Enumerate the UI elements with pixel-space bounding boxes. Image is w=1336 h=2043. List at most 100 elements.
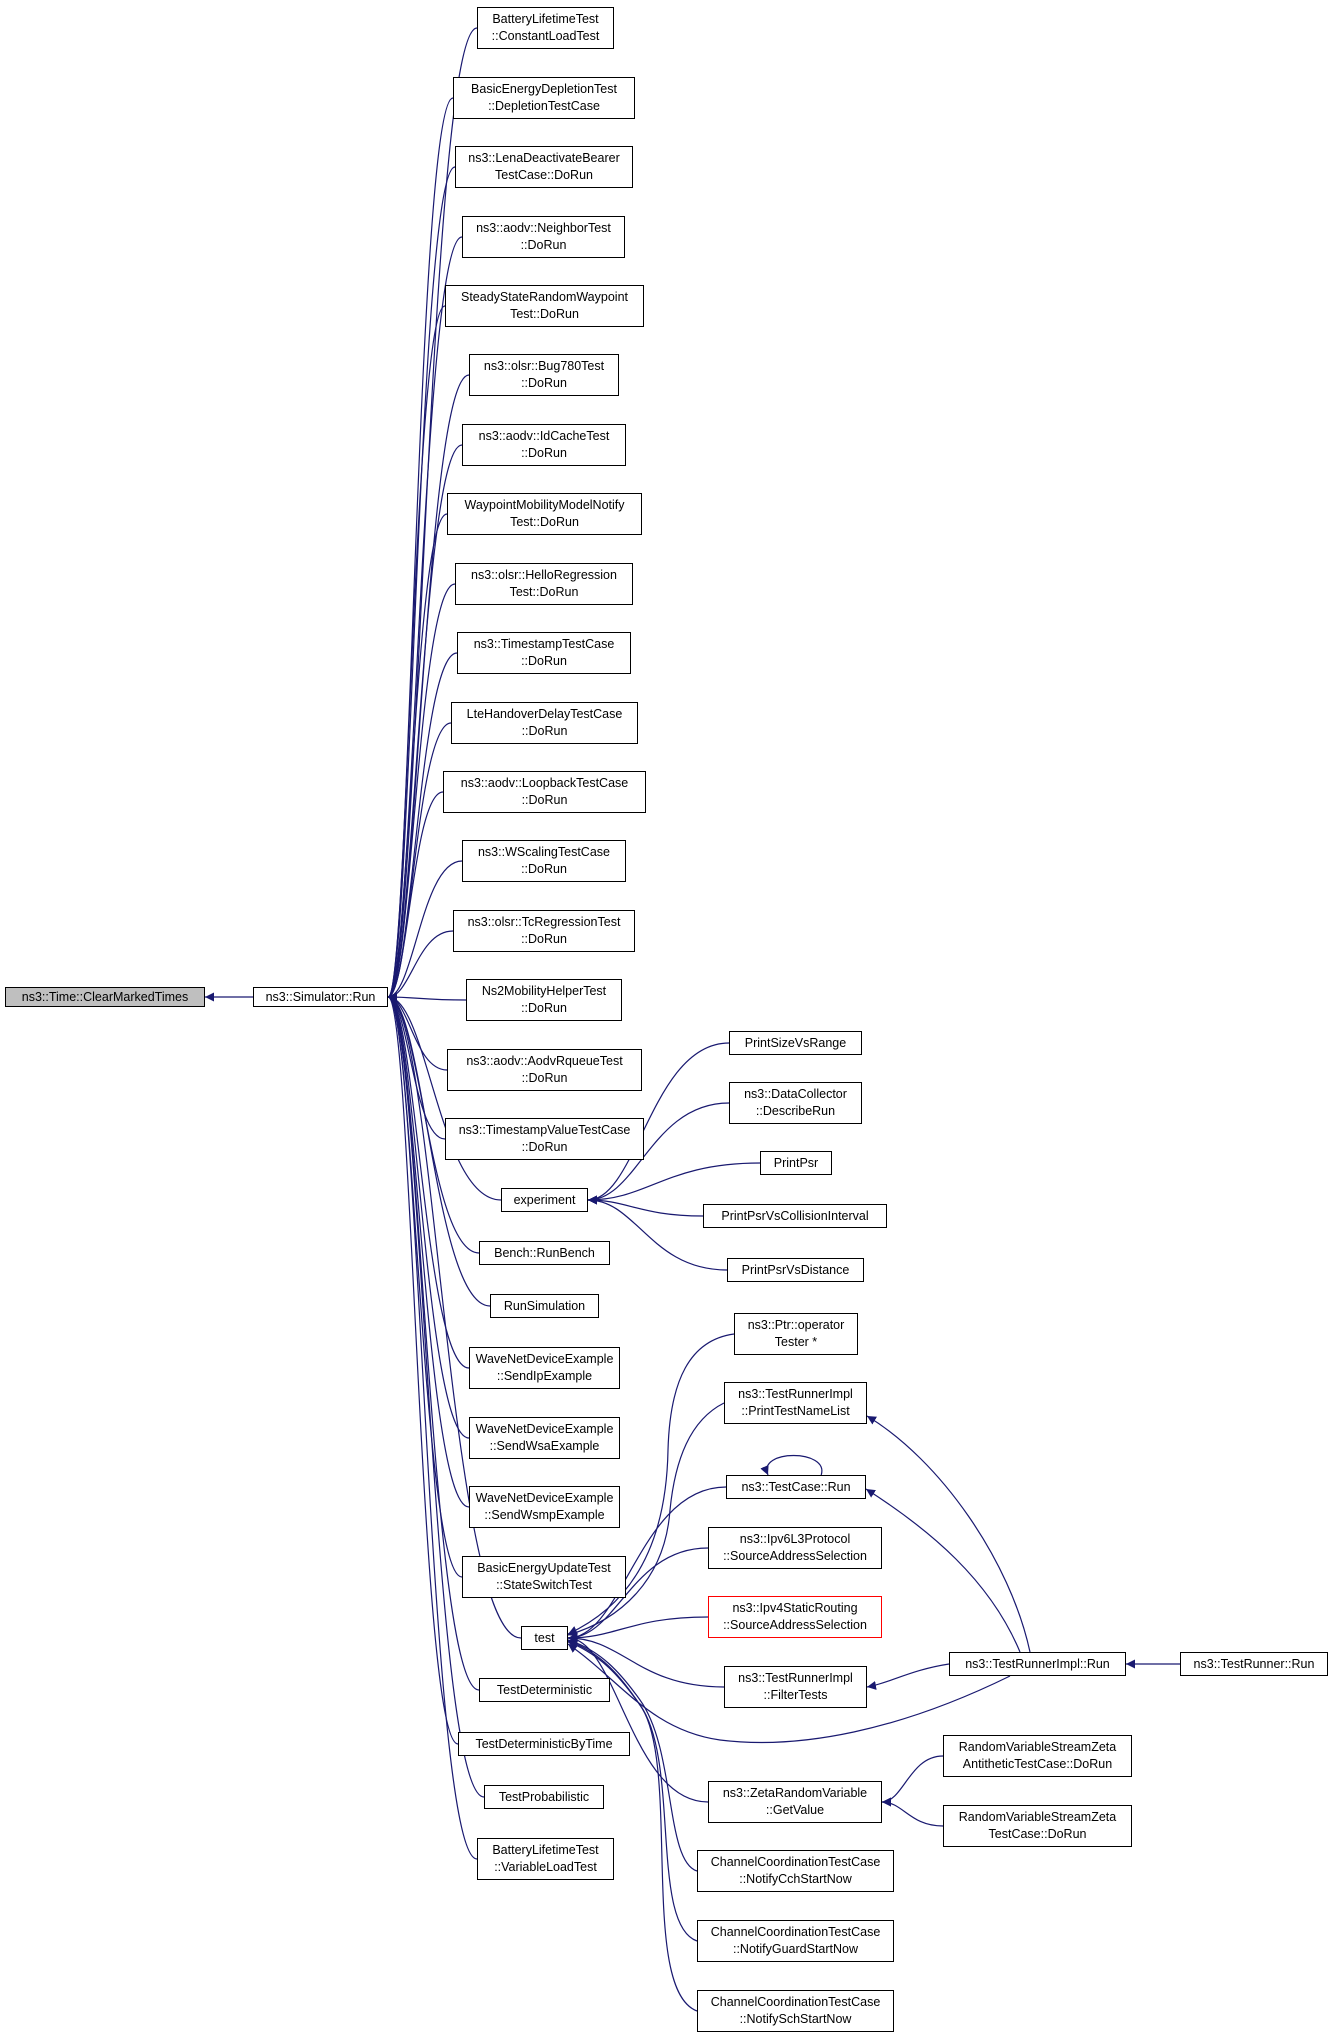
edge-n10-to-simrun [387, 652, 458, 1002]
node-label-line: Test::DoRun [509, 585, 579, 599]
node-ns3-olsr-bug780test-dorun[interactable]: ns3::olsr::Bug780Test::DoRun [469, 354, 619, 396]
node-label-line: ns3::olsr::TcRegressionTest [467, 915, 621, 930]
node-ns3-testrunnerimpl-run[interactable]: ns3::TestRunnerImpl::Run [949, 1652, 1126, 1676]
node-batterylifetimetest-constantloadtest[interactable]: BatteryLifetimeTest::ConstantLoadTest [477, 7, 614, 49]
node-ns3-aodv-loopbacktestcase-dorun[interactable]: ns3::aodv::LoopbackTestCase::DoRun [443, 771, 646, 813]
node-ns3-aodv-idcachetest-dorun[interactable]: ns3::aodv::IdCacheTest::DoRun [462, 424, 626, 466]
node-ns3-ipv4staticrouting-sourceaddressselection[interactable]: ns3::Ipv4StaticRouting::SourceAddressSel… [708, 1596, 882, 1638]
node-label-line: BatteryLifetimeTest [492, 1843, 599, 1858]
node-experiment[interactable]: experiment [501, 1188, 588, 1212]
edge-dcdr-to-experiment [587, 1102, 730, 1205]
node-ns3-aodv-neighbortest-dorun[interactable]: ns3::aodv::NeighborTest::DoRun [462, 216, 625, 258]
edge-ipv6sas-to-test [567, 1547, 709, 1643]
node-label-line: ns3::TestRunnerImpl [738, 1671, 853, 1686]
node-ns3-testrunnerimpl-printtestnamelist[interactable]: ns3::TestRunnerImpl::PrintTestNameList [724, 1382, 867, 1424]
node-label-line: ::ConstantLoadTest [491, 29, 600, 43]
node-label-line: Tester * [774, 1335, 818, 1349]
node-label-line: ::DoRun [521, 1001, 567, 1015]
node-label-line: ns3::Ipv6L3Protocol [739, 1532, 851, 1547]
node-testprobabilistic[interactable]: TestProbabilistic [484, 1785, 604, 1809]
node-label-line: ns3::Ptr::operator [747, 1318, 845, 1333]
node-ns3-olsr-tcregressiontest-dorun[interactable]: ns3::olsr::TcRegressionTest::DoRun [453, 910, 635, 952]
node-label-line: ::DescribeRun [755, 1104, 836, 1118]
edge-trirun-to-trptnl [866, 1415, 1031, 1653]
node-ns2mobilityhelpertest-dorun[interactable]: Ns2MobilityHelperTest::DoRun [466, 979, 622, 1021]
node-printsizevsrange[interactable]: PrintSizeVsRange [729, 1031, 862, 1055]
node-ns3-simulator-run[interactable]: ns3::Simulator::Run [253, 987, 388, 1007]
edge-trirun-to-tcrun [865, 1488, 1021, 1653]
node-ns3-aodv-aodvrqueuetest-dorun[interactable]: ns3::aodv::AodvRqueueTest::DoRun [447, 1049, 642, 1091]
node-channelcoordinationtestcase-notifycchstartnow[interactable]: ChannelCoordinationTestCase::NotifyCchSt… [697, 1850, 894, 1892]
node-label-line: ns3::TestRunnerImpl::Run [965, 1656, 1110, 1671]
node-channelcoordinationtestcase-notifyschstartnow[interactable]: ChannelCoordinationTestCase::NotifySchSt… [697, 1990, 894, 2032]
edge-tprob-to-simrun [387, 992, 485, 1798]
node-batterylifetimetest-variableloadtest[interactable]: BatteryLifetimeTest::VariableLoadTest [477, 1838, 614, 1880]
node-label-line: PrintSizeVsRange [744, 1035, 847, 1050]
node-ltehandoverdelaytestcase-dorun[interactable]: LteHandoverDelayTestCase::DoRun [451, 702, 638, 744]
node-runsimulation[interactable]: RunSimulation [490, 1294, 599, 1318]
edge-trirun-to-trft [866, 1663, 950, 1690]
node-testdeterministicbytime[interactable]: TestDeterministicByTime [458, 1732, 630, 1756]
node-label-line: ::NotifySchStartNow [739, 2012, 852, 2026]
node-label-line: Test::DoRun [510, 515, 579, 529]
node-label-line: WaypointMobilityModelNotify [464, 498, 625, 513]
edge-n15-to-simrun [387, 992, 467, 1002]
edge-cc1-to-test [567, 1638, 698, 1872]
node-ns3-ipv6l3protocol-sourceaddressselection[interactable]: ns3::Ipv6L3Protocol::SourceAddressSelect… [708, 1527, 882, 1569]
node-label-line: BasicEnergyDepletionTest [471, 82, 617, 97]
node-label-line: ::SourceAddressSelection [723, 1618, 867, 1632]
node-printpsrvsdistance[interactable]: PrintPsrVsDistance [727, 1258, 864, 1282]
node-label-line: ns3::aodv::AodvRqueueTest [466, 1054, 623, 1069]
edge-ppvd-to-experiment [587, 1195, 728, 1271]
node-wavenetdeviceexample-sendwsmpexample[interactable]: WaveNetDeviceExample::SendWsmpExample [469, 1486, 620, 1528]
node-label-line: ChannelCoordinationTestCase [710, 1995, 881, 2010]
node-label-line: LteHandoverDelayTestCase [466, 707, 623, 722]
edge-trft-to-test [567, 1633, 725, 1688]
edge-test-to-simrun [387, 992, 522, 1639]
node-ns3-time-clearmarkedtimes: ns3::Time::ClearMarkedTimes [5, 987, 205, 1007]
node-label-line: ::NotifyCchStartNow [739, 1872, 852, 1886]
node-ns3-zetarandomvariable-getvalue[interactable]: ns3::ZetaRandomVariable::GetValue [708, 1781, 882, 1823]
node-ns3-datacollector-describerun[interactable]: ns3::DataCollector::DescribeRun [729, 1082, 862, 1124]
node-label-line: ns3::aodv::NeighborTest [476, 221, 611, 236]
node-ns3-timestampvaluetestcase-dorun[interactable]: ns3::TimestampValueTestCase::DoRun [445, 1118, 644, 1160]
node-test[interactable]: test [521, 1626, 568, 1650]
node-label-line: PrintPsrVsCollisionInterval [721, 1208, 869, 1223]
node-channelcoordinationtestcase-notifyguardstartnow[interactable]: ChannelCoordinationTestCase::NotifyGuard… [697, 1920, 894, 1962]
node-printpsr[interactable]: PrintPsr [760, 1151, 832, 1175]
edge-runsim-to-simrun [387, 992, 491, 1307]
edge-n4-to-simrun [387, 236, 463, 1002]
node-label-line: ns3::aodv::IdCacheTest [478, 429, 610, 444]
node-printpsrvscollisioninterval[interactable]: PrintPsrVsCollisionInterval [703, 1204, 887, 1228]
edge-cc2-to-test [567, 1639, 698, 1942]
node-testdeterministic[interactable]: TestDeterministic [479, 1678, 610, 1702]
node-label-line: ns3::LenaDeactivateBearer [468, 151, 620, 166]
node-wavenetdeviceexample-sendipexample[interactable]: WaveNetDeviceExample::SendIpExample [469, 1347, 620, 1389]
node-label-line: ::GetValue [765, 1803, 825, 1817]
node-bench-runbench[interactable]: Bench::RunBench [479, 1241, 610, 1265]
node-ns3-testcase-run[interactable]: ns3::TestCase::Run [726, 1475, 866, 1499]
node-ns3-testrunner-run[interactable]: ns3::TestRunner::Run [1180, 1652, 1328, 1676]
node-basicenergydepletiontest-depletiontestcase[interactable]: BasicEnergyDepletionTest::DepletionTestC… [453, 77, 635, 119]
node-label-line: experiment [513, 1192, 576, 1207]
node-label-line: PrintPsrVsDistance [741, 1262, 850, 1277]
node-label-line: AntitheticTestCase::DoRun [962, 1757, 1113, 1771]
node-ns3-wscalingtestcase-dorun[interactable]: ns3::WScalingTestCase::DoRun [462, 840, 626, 882]
node-label-line: RunSimulation [503, 1298, 586, 1313]
node-label-line: Test::DoRun [510, 307, 579, 321]
edge-wave1-to-simrun [387, 992, 470, 1369]
node-ns3-testrunnerimpl-filtertests[interactable]: ns3::TestRunnerImpl::FilterTests [724, 1666, 867, 1708]
node-label-line: ::SendWsaExample [489, 1439, 600, 1453]
node-wavenetdeviceexample-sendwsaexample[interactable]: WaveNetDeviceExample::SendWsaExample [469, 1417, 620, 1459]
node-basicenergyupdatetest-stateswitchtest[interactable]: BasicEnergyUpdateTest::StateSwitchTest [462, 1556, 626, 1598]
node-label-line: TestCase::DoRun [988, 1827, 1087, 1841]
node-ns3-timestamptestcase-dorun[interactable]: ns3::TimestampTestCase::DoRun [457, 632, 631, 674]
